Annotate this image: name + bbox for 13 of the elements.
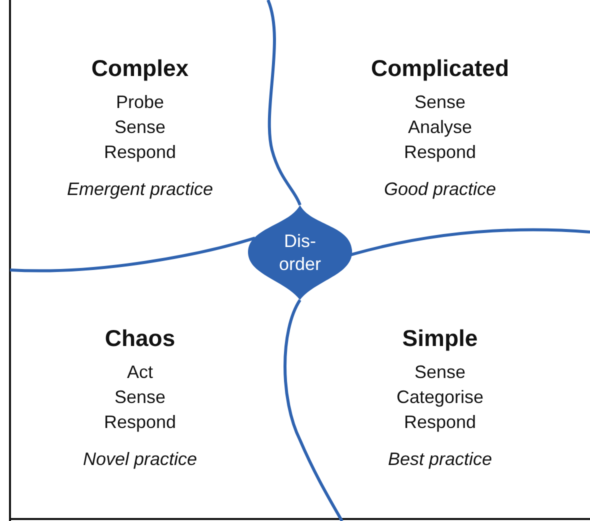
domain-title: Complex <box>91 55 189 82</box>
practice-label: Novel practice <box>82 449 198 470</box>
domain-steps: Sense Categorise Respond <box>396 360 484 435</box>
domain-title: Chaos <box>104 325 176 352</box>
domain-title: Dis- order <box>278 230 322 276</box>
domain-steps: Probe Sense Respond <box>104 90 176 165</box>
domain-title: Simple <box>402 325 478 352</box>
domain-title: Complicated <box>370 55 510 82</box>
practice-label: Good practice <box>384 179 496 200</box>
domain-steps: Sense Analyse Respond <box>404 90 476 165</box>
domain-steps: Act Sense Respond <box>104 360 176 435</box>
practice-label: Best practice <box>388 449 492 470</box>
practice-label: Emergent practice <box>66 179 214 200</box>
